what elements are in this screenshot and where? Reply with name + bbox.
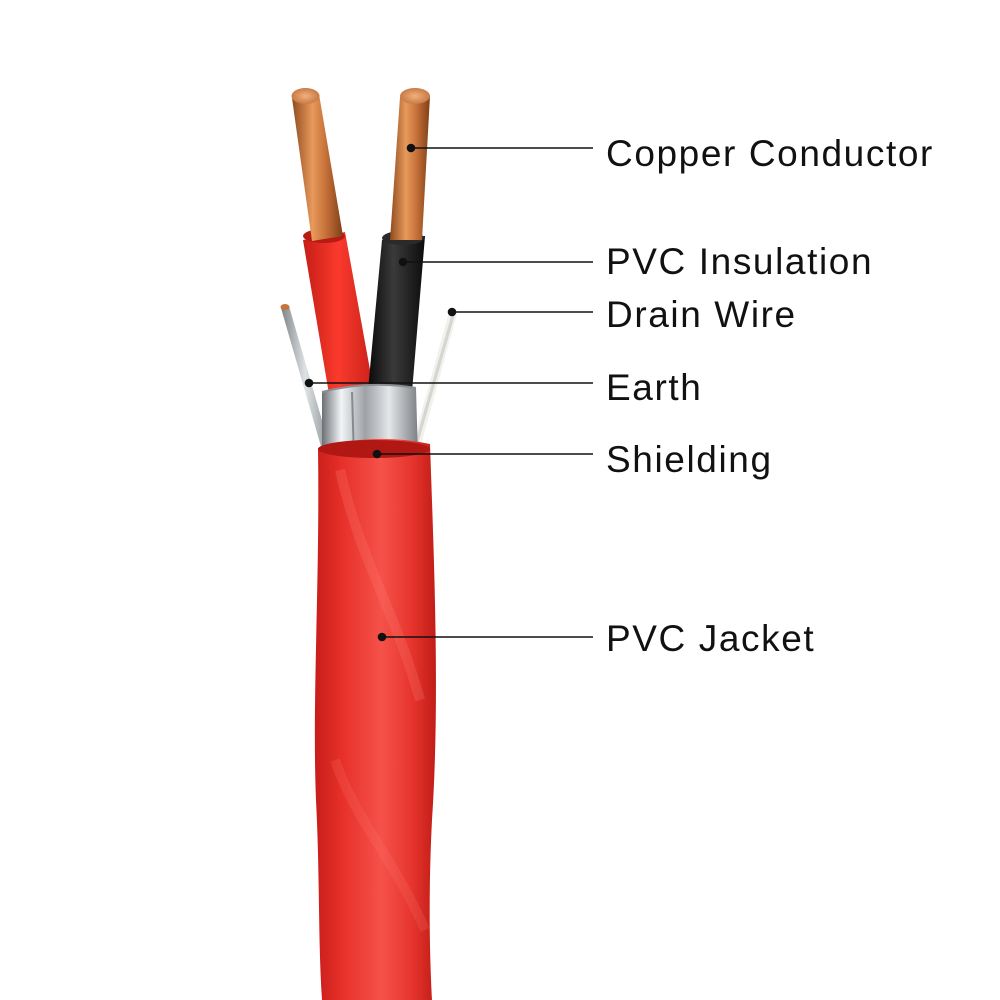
label-drain-wire: Drain Wire: [606, 294, 797, 335]
leader-pvc-insulation: [398, 257, 593, 267]
label-shielding: Shielding: [606, 439, 773, 480]
outer-jacket: [314, 438, 436, 1000]
leader-lines: [304, 143, 593, 642]
label-earth: Earth: [606, 367, 702, 408]
label-copper-conductor: Copper Conductor: [606, 133, 934, 174]
leader-earth: [304, 378, 593, 388]
red-core: [291, 88, 374, 400]
leader-copper-conductor: [406, 143, 593, 153]
leader-drain-wire: [447, 307, 593, 317]
black-core: [368, 88, 430, 392]
drain-wire-left: [280, 304, 330, 450]
leader-pvc-jacket: [377, 632, 593, 642]
label-pvc-insulation: PVC Insulation: [606, 241, 873, 282]
drain-wire-right: [411, 312, 457, 452]
label-pvc-jacket: PVC Jacket: [606, 618, 815, 659]
leader-shielding: [372, 449, 593, 459]
